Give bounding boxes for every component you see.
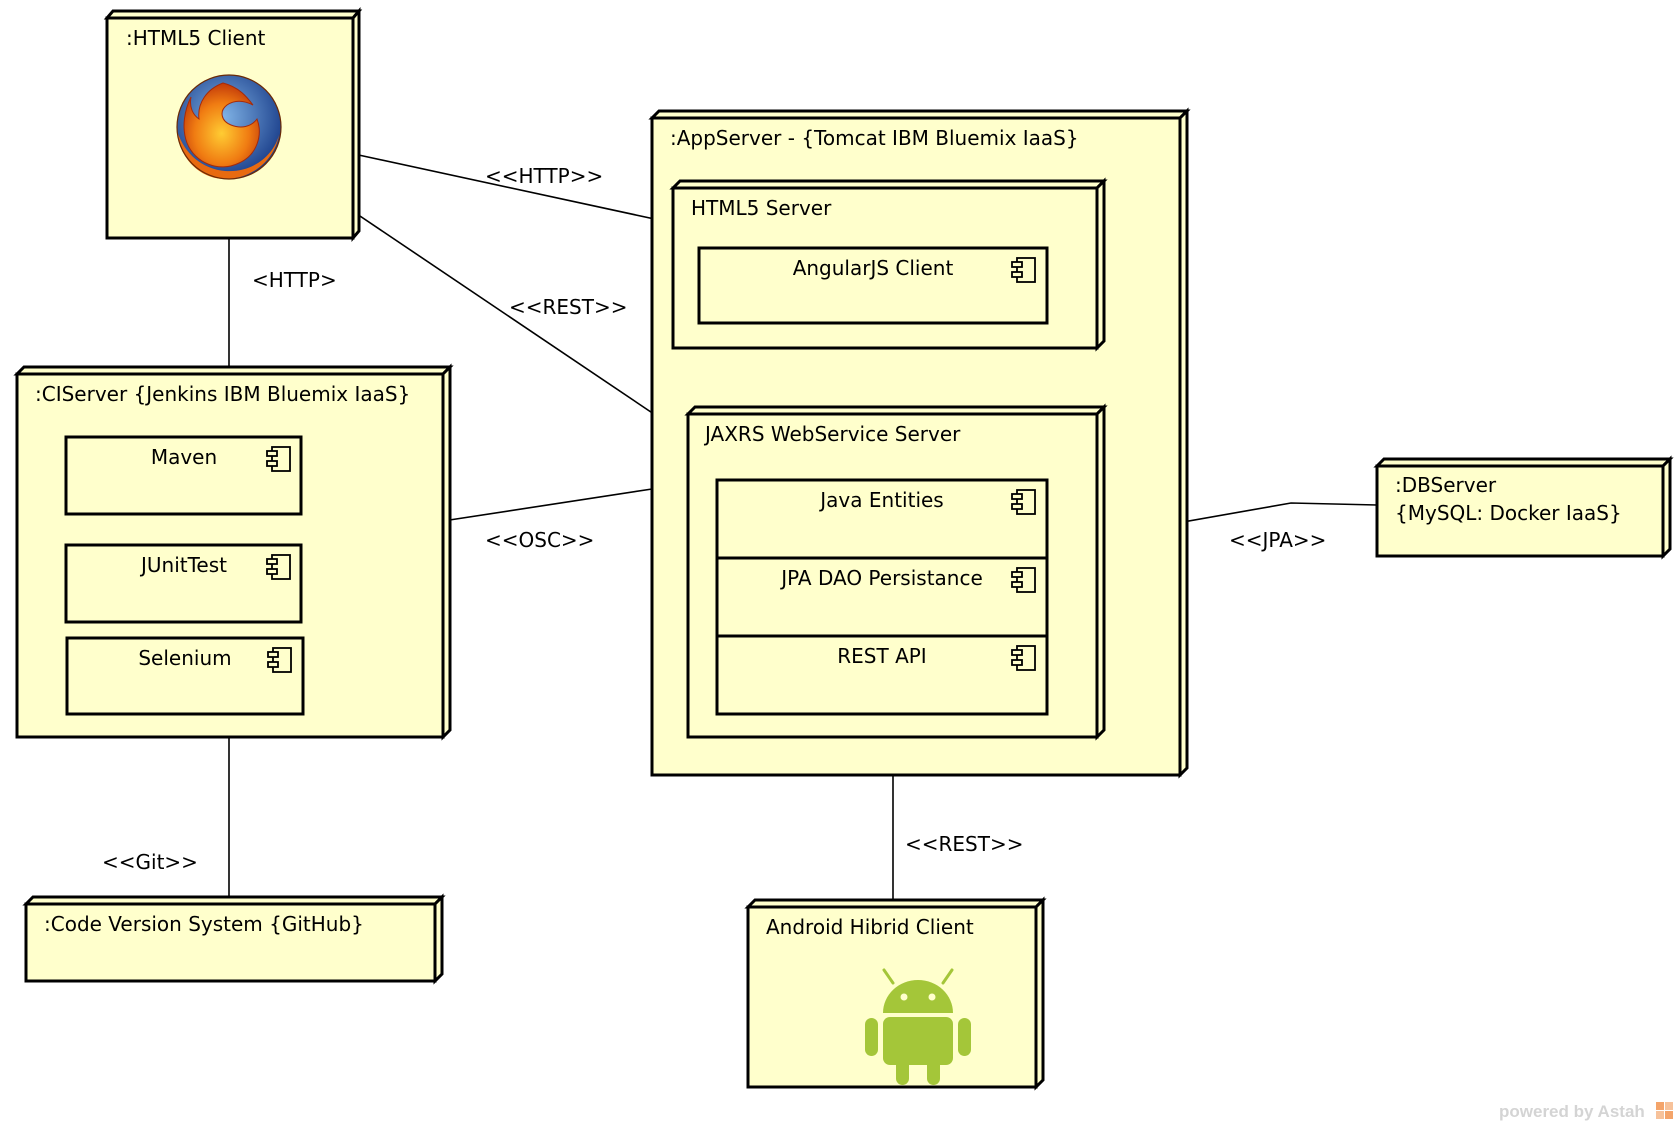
code-version-system-label: :Code Version System {GitHub} xyxy=(44,912,364,936)
astah-logo-icon xyxy=(1656,1102,1673,1119)
http-ci-connection-label: <HTTP> xyxy=(252,268,337,292)
db-server-detail: {MySQL: Docker IaaS} xyxy=(1395,501,1622,525)
app-server-label: :AppServer - {Tomcat IBM Bluemix IaaS} xyxy=(670,126,1079,150)
rest-client-jaxrs-line xyxy=(353,211,689,438)
firefox-logo-icon xyxy=(176,74,282,180)
ci-server-label: :CIServer {Jenkins IBM Bluemix IaaS} xyxy=(35,382,410,406)
watermark-text: powered by Astah xyxy=(1499,1102,1645,1121)
http-client-app-line xyxy=(353,153,674,224)
http-connection-label: <<HTTP>> xyxy=(485,164,603,188)
git-connection-label: <<Git>> xyxy=(102,850,198,874)
rest-connection-label: <<REST>> xyxy=(509,295,627,319)
ci-server-node[interactable]: :CIServer {Jenkins IBM Bluemix IaaS} Mav… xyxy=(13,363,454,741)
code-version-system-node[interactable]: :Code Version System {GitHub} xyxy=(22,893,446,985)
db-server-node[interactable]: :DBServer {MySQL: Docker IaaS} xyxy=(1373,455,1674,560)
junittest-label: JUnitTest xyxy=(139,553,227,577)
osc-connection-label: <<OSC>> xyxy=(485,528,594,552)
android-hibrid-client-node[interactable]: Android Hibrid Client xyxy=(744,896,1047,1091)
android-hibrid-client-label: Android Hibrid Client xyxy=(766,915,974,939)
jpa-dao-persistance-label: JPA DAO Persistance xyxy=(779,566,983,590)
html5-client-node[interactable]: :HTML5 Client xyxy=(103,6,363,243)
maven-component[interactable]: Maven xyxy=(64,435,303,516)
html5-server-node[interactable]: HTML5 Server AngularJS Client xyxy=(669,177,1108,352)
db-server-label: :DBServer xyxy=(1395,473,1497,497)
java-entities-label: Java Entities xyxy=(818,488,943,512)
maven-label: Maven xyxy=(151,445,217,469)
angularjs-client-label: AngularJS Client xyxy=(793,256,954,280)
astah-watermark: powered by Astah xyxy=(1499,1102,1673,1121)
html5-server-label: HTML5 Server xyxy=(691,196,832,220)
html5-client-label: :HTML5 Client xyxy=(126,26,266,50)
jaxrs-server-node[interactable]: JAXRS WebService Server Java Entities JP… xyxy=(684,403,1108,741)
osc-line xyxy=(442,488,653,522)
jaxrs-server-label: JAXRS WebService Server xyxy=(703,422,961,446)
junittest-component[interactable]: JUnitTest xyxy=(64,543,303,624)
jpa-dao-persistance-component[interactable]: JPA DAO Persistance xyxy=(715,556,1049,638)
rest-api-label: REST API xyxy=(837,644,926,668)
java-entities-component[interactable]: Java Entities xyxy=(715,478,1049,560)
rest-api-component[interactable]: REST API xyxy=(715,634,1049,716)
selenium-label: Selenium xyxy=(138,646,231,670)
rest-android-connection-label: <<REST>> xyxy=(905,832,1023,856)
android-robot-icon xyxy=(865,968,971,1085)
selenium-component[interactable]: Selenium xyxy=(65,636,305,716)
angularjs-client-component[interactable]: AngularJS Client xyxy=(697,246,1049,325)
app-server-node[interactable]: :AppServer - {Tomcat IBM Bluemix IaaS} H… xyxy=(648,107,1191,779)
jpa-connection-label: <<JPA>> xyxy=(1229,528,1326,552)
